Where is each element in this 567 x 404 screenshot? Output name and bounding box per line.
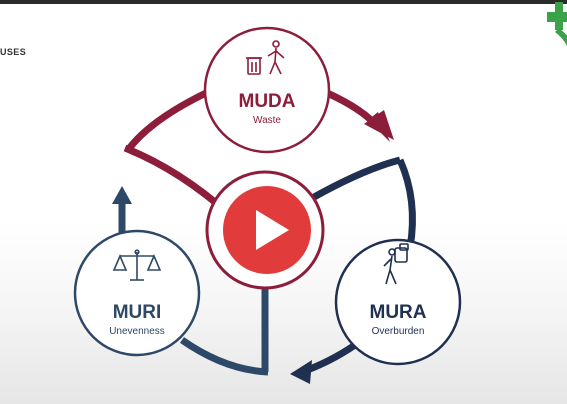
mura-node: MURA Overburden bbox=[334, 238, 462, 366]
top-border bbox=[0, 0, 567, 4]
muri-node: MURI Unevenness bbox=[73, 229, 201, 357]
logo-icon bbox=[547, 2, 567, 46]
muri-subtitle: Unevenness bbox=[109, 326, 165, 337]
muda-node: MUDA Waste bbox=[203, 26, 331, 154]
mura-arrow-head bbox=[290, 360, 312, 384]
muda-arrow-head bbox=[364, 110, 394, 140]
section-label: USES bbox=[0, 47, 27, 57]
muri-arrow-head bbox=[112, 186, 132, 204]
mura-title: MURA bbox=[370, 302, 427, 323]
balance-scale-icon bbox=[112, 249, 162, 281]
muri-title: MURI bbox=[113, 302, 162, 323]
play-button[interactable] bbox=[223, 186, 311, 274]
muda-subtitle: Waste bbox=[253, 115, 281, 126]
play-icon bbox=[256, 210, 289, 250]
hiker-backpack-icon bbox=[383, 243, 409, 285]
muda-title: MUDA bbox=[239, 91, 296, 112]
mura-subtitle: Overburden bbox=[372, 326, 425, 337]
trash-person-icon bbox=[246, 40, 285, 75]
